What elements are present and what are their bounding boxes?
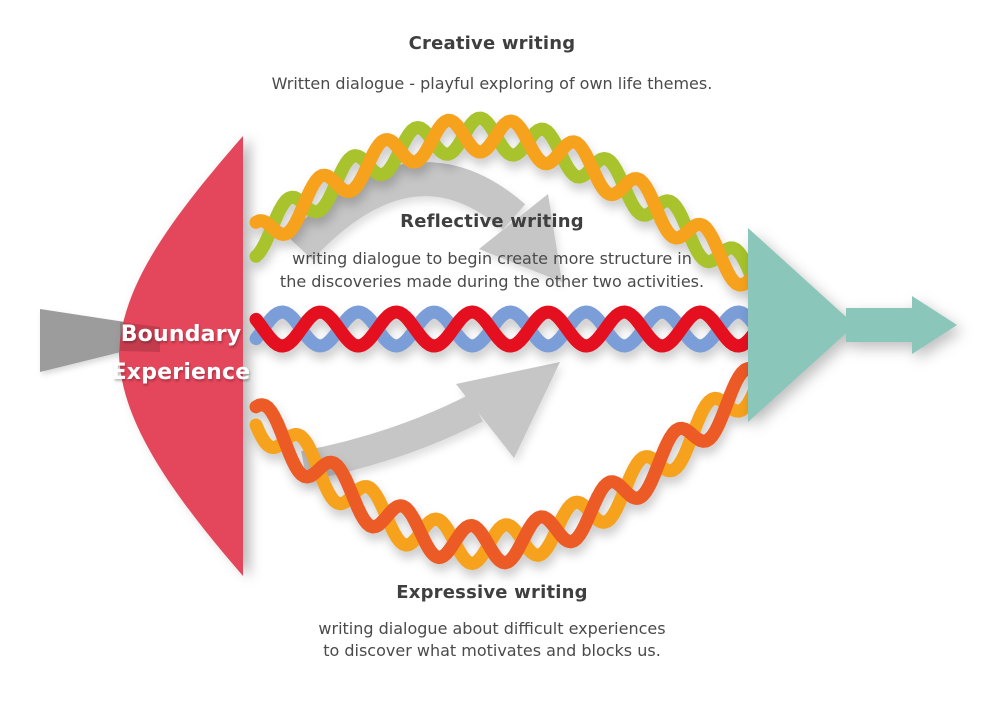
braid-bot-strand [475,521,537,570]
input-arrow-icon [40,309,125,372]
braid-bot-strand [407,511,469,564]
reflective-ribbon [249,305,764,353]
expressive-writing-title: Expressive writing [396,582,588,603]
reflect-swoosh-head [479,194,562,282]
reflect-swoosh-arrow-icon [287,162,562,282]
boundary-experience-line2: Experience [111,360,251,385]
braid-top-strand [386,123,445,169]
reflect-swoosh-shaft [287,162,526,260]
braid-mid-strand [401,313,466,353]
output-arrow-head [912,296,957,354]
reflective-writing-description-line2: the discoveries made during the other tw… [279,272,705,291]
braid-mid-strand [553,313,618,353]
braid-bot-strand [249,370,767,570]
expressive-ribbon [249,362,767,570]
braid-bot-strand [543,490,605,549]
reflective-writing-title: Reflective writing [400,211,584,232]
braid-top-strand [642,185,701,245]
braid-mid-strand [325,313,390,353]
expressive-writing-description-line2: to discover what motivates and blocks us… [323,641,661,660]
output-arrow-shaft [846,308,912,342]
braid-bot-strand [611,440,673,505]
braid-top-strand [322,145,381,198]
express-swoosh-arrow-icon [301,362,560,481]
output-arrow-funnel [748,228,855,422]
boundary-lens [119,136,243,576]
braid-top-strand [514,122,573,171]
braid-bot-strand [271,417,333,484]
braid-mid-strand [249,313,314,353]
braid-mid-strand [629,313,694,353]
output-arrow-icon [748,228,957,422]
input-arrow-overlap-shade [120,322,160,352]
creative-writing-description: Written dialogue - playful exploring of … [271,74,713,93]
creative-writing-title: Creative writing [408,33,576,54]
braid-top-strand [258,184,317,241]
reflective-writing-description-line1: writing dialogue to begin create more st… [292,249,692,268]
braid-top-strand [249,111,767,302]
expressive-writing-description-line1: writing dialogue about difficult experie… [318,619,666,638]
boundary-experience-line1: Boundary [120,322,242,347]
creative-ribbon [249,111,767,302]
boundary-experience-label: Boundary Experience [100,316,262,392]
braid-top-strand [578,146,637,202]
braid-bot-strand [339,472,401,534]
braid-mid-strand [477,313,542,353]
braid-bot-strand [679,387,738,448]
braid-top-strand [450,118,509,159]
express-swoosh-head [456,362,560,458]
